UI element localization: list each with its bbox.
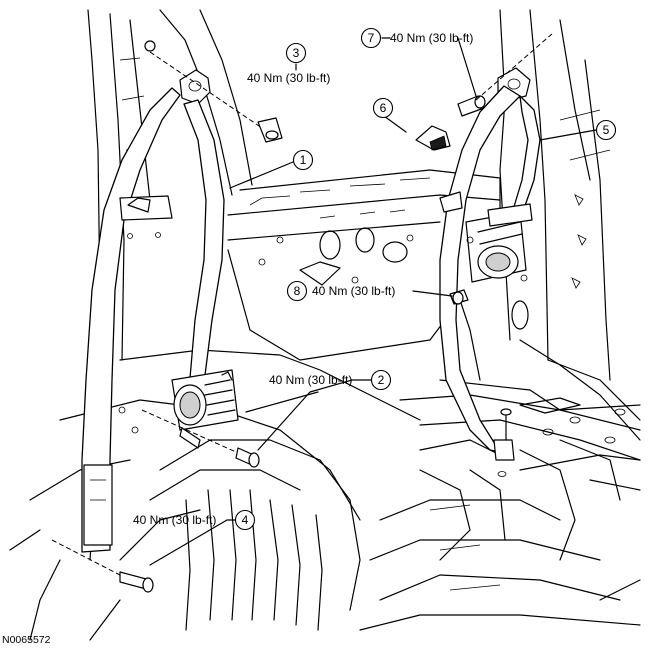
torque-spec: 40 Nm (30 lb-ft) [247,71,330,85]
callout-3: 3 40 Nm (30 lb-ft) [247,42,330,85]
torque-spec: 40 Nm (30 lb-ft) [133,513,216,527]
callout-5: 5 [595,119,617,141]
right-retractor [465,203,533,283]
callout-number: 8 [294,284,301,298]
torque-spec: 40 Nm (30 lb-ft) [269,373,352,387]
torque-spec: 40 Nm (30 lb-ft) [390,31,473,45]
callout-number: 3 [293,46,300,60]
callout-2: 2 40 Nm (30 lb-ft) [269,369,392,391]
callout-8: 8 40 Nm (30 lb-ft) [286,280,395,302]
callout-number: 2 [378,373,385,387]
right-seat-belt-assembly [415,33,553,477]
left-upper-anchor [179,69,211,105]
callout-number: 4 [242,513,249,527]
torque-spec: 40 Nm (30 lb-ft) [312,284,395,298]
callout-1: 1 [292,149,314,171]
left-retractor [171,369,239,449]
callout-number: 1 [300,153,307,167]
callout-number: 6 [380,101,387,115]
callout-7: 7 40 Nm (30 lb-ft) [360,27,473,49]
figure-code: N0065572 [2,634,51,646]
callout-number: 7 [368,31,375,45]
vehicle-body-structure [9,9,641,641]
callout-4: 4 40 Nm (30 lb-ft) [133,509,256,531]
callout-6: 6 [372,97,394,119]
leader-lines [149,37,597,566]
callout-number: 5 [603,123,610,137]
left-belt-webbing-inner [183,99,225,379]
left-seat-belt-assembly [51,40,283,593]
